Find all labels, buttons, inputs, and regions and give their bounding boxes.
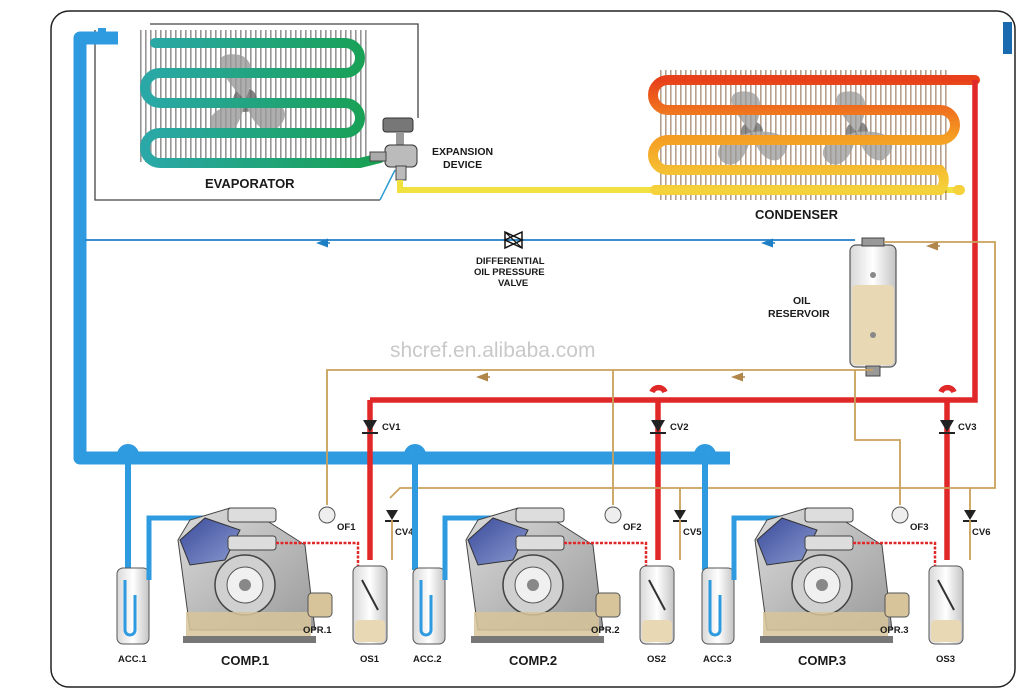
oil-lines: [326, 241, 996, 510]
cv1-label: CV1: [382, 422, 401, 433]
oil-filter-3: OF3: [891, 506, 928, 533]
station-1: ACC.1 COMP.1 OPR.1 OF1 CV4: [116, 444, 414, 668]
diff-valve-label-1: DIFFERENTIAL: [476, 256, 545, 267]
corner-tab: [1003, 22, 1012, 54]
os1-label: OS1: [360, 654, 380, 665]
oil-filter-1: OF1: [318, 506, 356, 533]
compressor-1: [177, 507, 316, 643]
evaporator-label: EVAPORATOR: [205, 176, 295, 191]
check-valve-cv3: CV3: [939, 420, 976, 434]
check-valve-cv1: CV1: [362, 420, 401, 434]
comp2-label: COMP.2: [509, 653, 557, 668]
os2-label: OS2: [647, 654, 666, 665]
outer-frame: [50, 10, 1016, 688]
check-valve-cv6: CV6: [963, 510, 990, 560]
evaporator-coil: [140, 38, 385, 168]
opr3-label: OPR.3: [880, 625, 909, 636]
oil-pressure-regulator-2: [595, 592, 621, 618]
oil-reservoir-label-2: RESERVOIR: [768, 308, 830, 320]
of1-label: OF1: [337, 522, 356, 533]
cv2-label: CV2: [670, 422, 688, 433]
diff-valve-label-2: OIL PRESSURE: [474, 267, 545, 278]
oil-reservoir-label-1: OIL: [793, 295, 811, 307]
condenser-label: CONDENSER: [755, 207, 839, 222]
cv3-label: CV3: [958, 422, 976, 433]
opr1-label: OPR.1: [303, 625, 332, 636]
compressor-2: [465, 507, 604, 643]
acc2-label: ACC.2: [413, 654, 442, 665]
discharge-header: [370, 80, 978, 403]
evaporator-unit: EVAPORATOR: [94, 23, 419, 201]
acc1-label: ACC.1: [118, 654, 147, 665]
oil-filter-2: OF2: [604, 506, 641, 533]
expansion-label-1: EXPANSION: [432, 146, 493, 158]
of3-label: OF3: [910, 522, 928, 533]
check-valve-cv2: CV2: [650, 420, 688, 434]
expansion-label-2: DEVICE: [443, 159, 482, 171]
opr2-label: OPR.2: [591, 625, 620, 636]
differential-oil-pressure-valve: DIFFERENTIAL OIL PRESSURE VALVE: [474, 230, 545, 289]
check-valve-cv4: CV4: [385, 510, 414, 560]
acc3-label: ACC.3: [703, 654, 732, 665]
of2-label: OF2: [623, 522, 641, 533]
oil-pressure-regulator-3: [884, 592, 910, 618]
compressor-3: [754, 507, 893, 643]
cv6-label: CV6: [972, 527, 990, 538]
check-valve-cv5: CV5: [673, 510, 702, 560]
condenser-coil: [648, 75, 980, 195]
watermark: shcref.en.alibaba.com: [390, 339, 595, 362]
comp3-label: COMP.3: [798, 653, 846, 668]
oil-reservoir: OIL RESERVOIR: [768, 237, 897, 377]
cv4-label: CV4: [395, 527, 414, 538]
comp1-label: COMP.1: [221, 653, 269, 668]
cv5-label: CV5: [683, 527, 702, 538]
oil-pressure-regulator-1: [307, 592, 333, 618]
condenser-unit: CONDENSER: [648, 70, 980, 222]
station-2: ACC.2 COMP.2 OPR.2 OF2 CV5 OS2: [404, 444, 702, 668]
station-3: ACC.3 COMP.3 OPR.3 OF3 CV6 OS3: [694, 444, 990, 668]
diff-valve-label-3: VALVE: [498, 278, 528, 289]
os3-label: OS3: [936, 654, 955, 665]
